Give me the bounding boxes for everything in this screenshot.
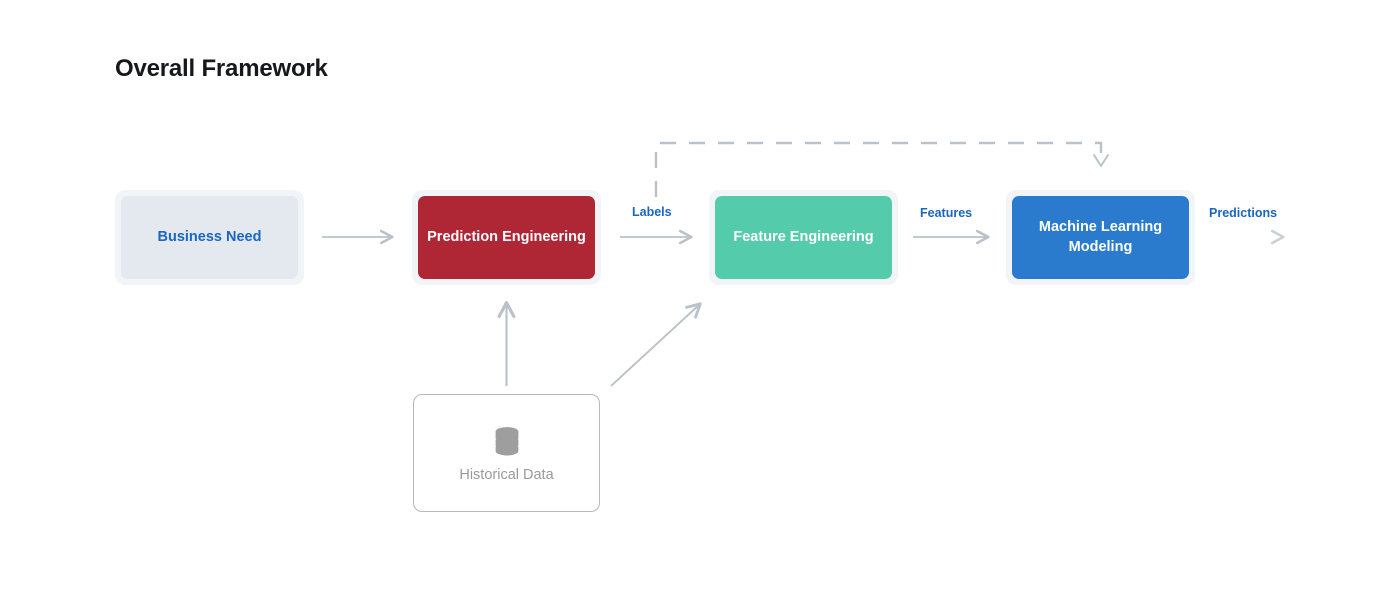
arrow-historical-data-to-feature-engineering	[610, 302, 702, 387]
stage-label-ml-modeling: Machine Learning Modeling	[1012, 196, 1189, 279]
arrow-labels-to-ml-modeling-dashed	[654, 141, 1109, 197]
stage-label-business-need: Business Need	[121, 196, 298, 279]
edge-label-labels: Labels	[632, 205, 672, 219]
stage-box-business-need[interactable]: Business Need	[115, 190, 304, 285]
stage-box-ml-modeling[interactable]: Machine Learning Modeling	[1006, 190, 1195, 285]
node-label-historical-data: Historical Data	[459, 466, 554, 483]
edge-label-features: Features	[920, 206, 973, 220]
stage-box-feature-engineering[interactable]: Feature Engineering	[709, 190, 898, 285]
stage-label-prediction-engineering: Prediction Engineering	[418, 196, 595, 279]
database-icon	[495, 426, 518, 455]
node-historical-data[interactable]: Historical Data	[413, 394, 600, 512]
stage-label-feature-engineering: Feature Engineering	[715, 196, 892, 279]
page-title: Overall Framework	[115, 55, 328, 82]
edge-label-predictions: Predictions	[1209, 206, 1278, 220]
stage-box-prediction-engineering[interactable]: Prediction Engineering	[412, 190, 601, 285]
